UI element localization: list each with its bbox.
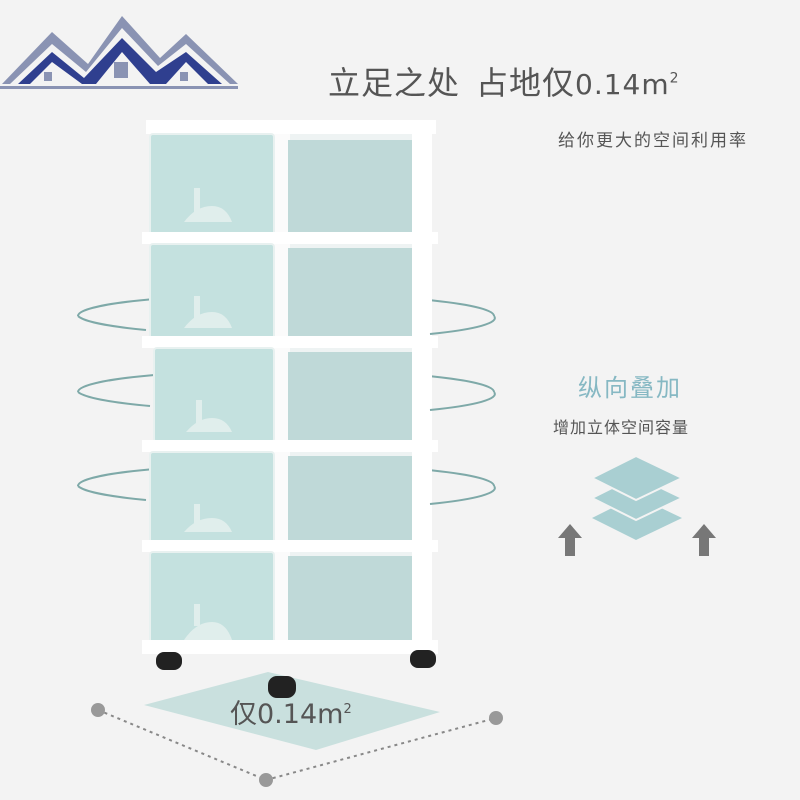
floor-unit: m <box>317 699 344 730</box>
drawer-cabinet <box>142 120 438 698</box>
headline-prefix: 占地仅 <box>476 64 576 102</box>
headline: 立足之处占地仅0.14m2 <box>328 58 680 104</box>
headline-value: 0.14 <box>575 68 642 101</box>
floor-prefix: 仅 <box>230 699 257 730</box>
headline-exponent: 2 <box>669 70 680 87</box>
up-arrow-icon <box>692 524 716 556</box>
floor-area-label: 仅0.14m2 <box>230 692 352 731</box>
headline-unit: m <box>641 68 670 101</box>
stacking-title: 纵向叠加 <box>578 374 682 402</box>
drawer <box>142 347 438 452</box>
floor-footprint <box>91 672 503 787</box>
drawer <box>142 120 438 244</box>
layers-icon <box>589 454 685 540</box>
subheadline: 给你更大的空间利用率 <box>558 131 748 151</box>
floor-exponent: 2 <box>343 702 352 717</box>
drawer <box>142 243 438 348</box>
rotation-rings-front <box>77 315 496 505</box>
up-arrow-icon <box>558 524 582 556</box>
house-roofs-logo <box>0 16 238 89</box>
headline-main: 立足之处 <box>328 64 461 102</box>
caster-wheels <box>156 650 436 698</box>
floor-value: 0.14 <box>257 699 318 730</box>
stacking-subtitle: 增加立体空间容量 <box>553 418 690 437</box>
drawer <box>142 451 438 552</box>
drawer <box>142 551 438 654</box>
